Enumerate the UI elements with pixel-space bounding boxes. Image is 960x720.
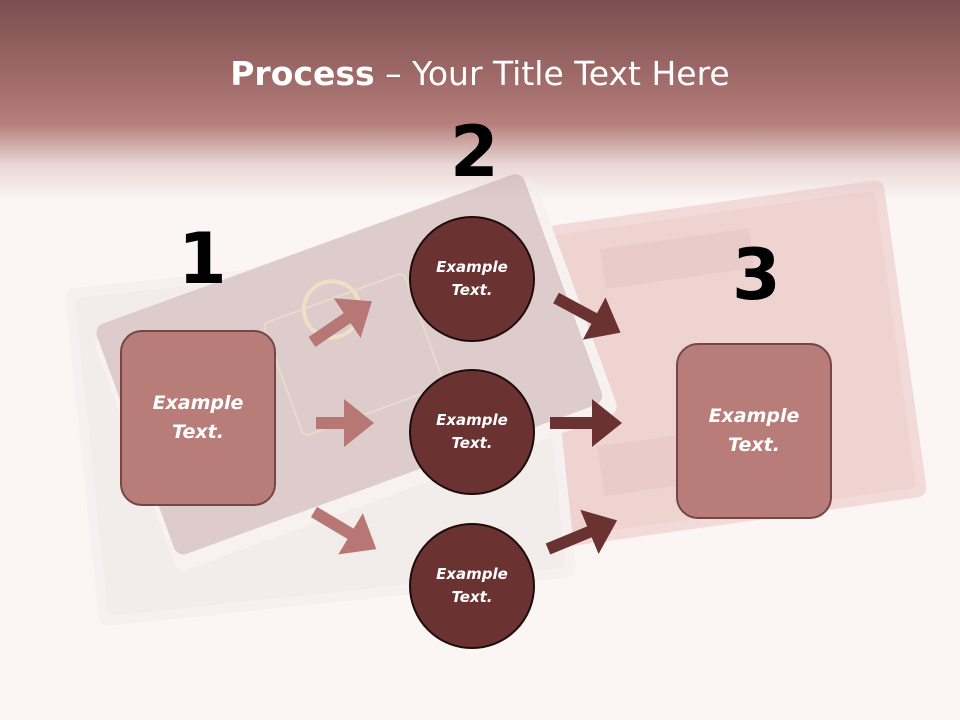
node-top-label: Example Text. — [436, 258, 508, 299]
node-bottom-label: Example Text. — [436, 565, 508, 606]
node-top[interactable]: Example Text. — [409, 216, 535, 342]
step-number-2: 2 — [450, 111, 499, 193]
step-1-box[interactable]: Example Text. — [120, 330, 276, 506]
page-title: Process – Your Title Text Here — [0, 52, 960, 96]
header-band — [0, 0, 960, 200]
step-3-box[interactable]: Example Text. — [676, 343, 832, 519]
node-middle[interactable]: Example Text. — [409, 369, 535, 495]
step-1-label: Example Text. — [152, 392, 244, 443]
node-bottom[interactable]: Example Text. — [409, 523, 535, 649]
step-3-label: Example Text. — [708, 405, 800, 456]
arrow-right-bottom — [545, 509, 618, 555]
arrow-right-top — [553, 292, 621, 340]
arrow-left-top — [308, 298, 372, 347]
node-middle-label: Example Text. — [436, 411, 508, 452]
step-number-3: 3 — [732, 234, 781, 316]
step-number-1: 1 — [178, 218, 227, 300]
title-rest: – Your Title Text Here — [374, 54, 730, 93]
arrow-left-bottom — [310, 506, 377, 555]
title-bold: Process — [230, 54, 375, 93]
